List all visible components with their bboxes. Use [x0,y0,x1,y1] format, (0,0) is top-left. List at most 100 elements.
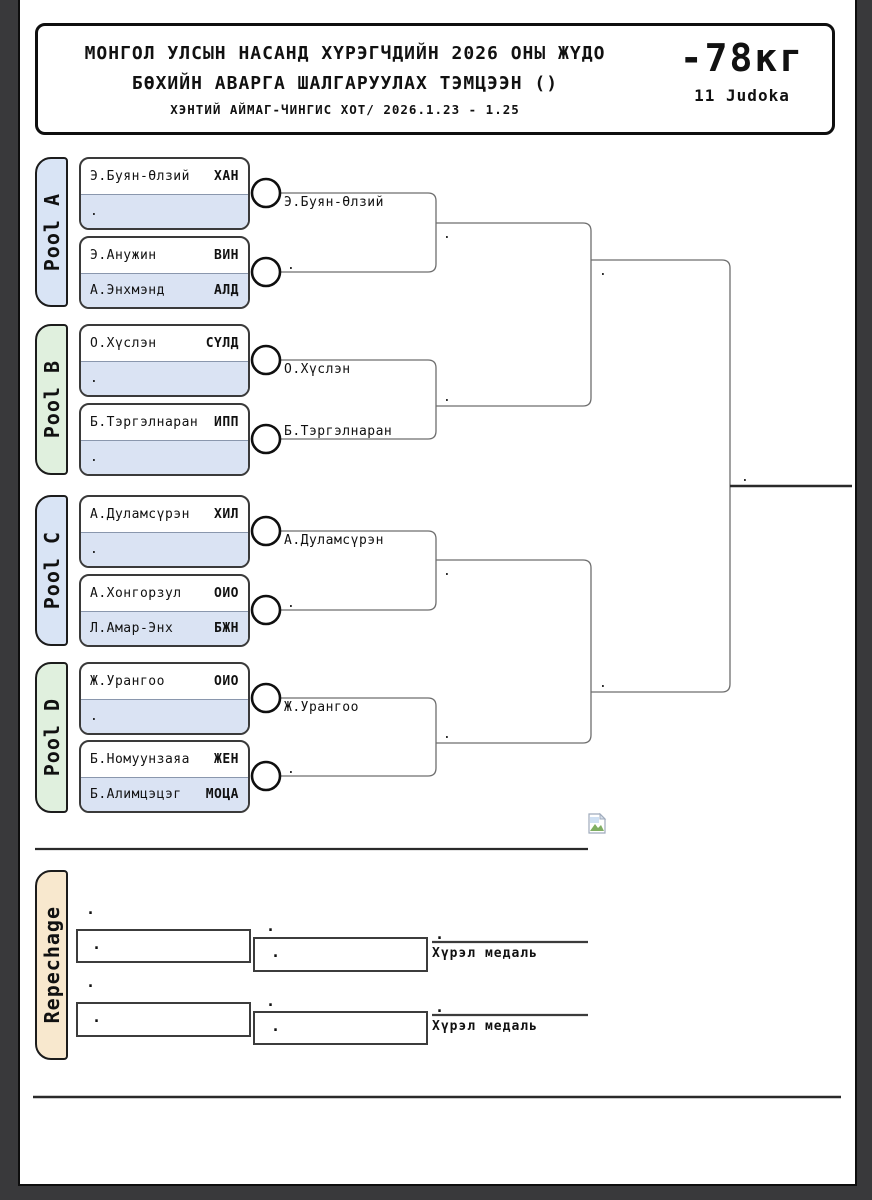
match-circle [250,594,282,626]
repechage-slot-label: . [271,1017,281,1035]
winner-label: Э.Буян-Өлзий [284,195,384,210]
club-code: СҮЛД [205,335,239,351]
athlete-name: Б.Номуунзаяа [90,751,190,767]
athlete-name: . [90,371,99,387]
athlete-row: . [81,698,248,733]
broken-image-icon [588,812,607,834]
match-circle [250,682,282,714]
bracket-line-semifinal-cd [436,559,592,744]
athlete-box: А.Хонгорзул ОИО Л.Амар-Энх БЖН [79,574,250,647]
repechage-slot-label: . [266,992,276,1010]
repechage-tab: Repechage [35,870,68,1060]
athlete-row: Б.Алимцэцэг МОЦА [81,776,248,811]
athlete-row: . [81,439,248,474]
athlete-box: Ж.Урангоо ОИО . [79,662,250,735]
page-title: МОНГОЛ УЛСЫН НАСАНД ХҮРЭГЧДИЙН 2026 ОНЫ … [38,26,652,132]
repechage-match-box [76,1002,251,1037]
athlete-box: Б.Номуунзаяа ЖЕН Б.Алимцэцэг МОЦА [79,740,250,813]
athlete-row: . [81,193,248,228]
athlete-row: Э.Анужин ВИН [81,238,248,273]
bronze-medal-label: Хүрэл медаль [432,1019,538,1034]
repechage-match-box [76,929,251,963]
title-line-3: ХЭНТИЙ АЙМАГ-ЧИНГИС ХОТ/ 2026.1.23 - 1.2… [170,102,520,117]
club-code: ВИН [214,247,239,263]
repechage-slot-label: . [271,943,281,961]
club-code: ЖЕН [214,751,239,767]
club-code: АЛД [214,283,239,299]
pool-tab-c-label: Pool C [39,531,64,610]
athlete-name: Л.Амар-Энх [90,621,174,637]
bracket-line-pool-a [280,192,437,273]
bracket-line-final [591,259,731,693]
athlete-name: О.Хүслэн [90,335,157,351]
winner-label: Б.Тэргэлнаран [284,424,393,439]
repechage-slot-label: . [92,1008,102,1026]
winner-label: . [287,258,296,273]
winner-label: Ж.Урангоо [284,700,359,715]
athlete-name: . [90,709,99,725]
athlete-row: А.Хонгорзул ОИО [81,576,248,611]
athlete-row: А.Дуламсүрэн ХИЛ [81,497,248,532]
repechage-tab-label: Repechage [39,906,64,1024]
athlete-box: Э.Анужин ВИН А.Энхмэнд АЛД [79,236,250,309]
club-code: МОЦА [205,787,239,803]
pool-winner-label: . [443,727,452,742]
athlete-name: . [90,542,99,558]
athlete-name: Э.Буян-Өлзий [90,168,190,184]
bracket-line-pool-b [280,359,437,440]
match-circle [250,177,282,209]
athlete-row: О.Хүслэн СҮЛД [81,326,248,361]
club-code: БЖН [214,621,239,637]
repechage-match-box [253,1011,428,1045]
repechage-slot-label: . [86,973,96,991]
athlete-name: А.Энхмэнд [90,283,165,299]
athlete-row: Ж.Урангоо ОИО [81,664,248,699]
bronze-winner-label: . [435,998,445,1016]
athlete-row: А.Энхмэнд АЛД [81,272,248,307]
winner-label: О.Хүслэн [284,362,351,377]
athlete-name: Б.Алимцэцэг [90,787,182,803]
bracket-line-pool-d [280,697,437,777]
club-code: ИПП [214,414,239,430]
match-circle [250,423,282,455]
repechage-slot-label: . [266,917,276,935]
weight-category: -78кг [679,36,805,80]
club-code: ХИЛ [214,506,239,522]
pool-tab-d-label: Pool D [39,698,64,777]
athlete-name: А.Хонгорзул [90,585,182,601]
judoka-count: 11 Judoka [694,86,790,105]
pool-tab-c: Pool C [35,495,68,646]
final-winner-label: . [741,470,750,485]
pool-tab-b-label: Pool B [39,360,64,439]
athlete-box: Б.Тэргэлнаран ИПП . [79,403,250,476]
athlete-row: Б.Тэргэлнаран ИПП [81,405,248,440]
pool-tab-a: Pool A [35,157,68,307]
bracket-line-semifinal-ab [436,222,592,407]
pool-winner-label: . [443,390,452,405]
club-code: ОИО [214,673,239,689]
athlete-box: А.Дуламсүрэн ХИЛ . [79,495,250,568]
winner-label: . [287,762,296,777]
club-code: ОИО [214,585,239,601]
athlete-row: Б.Номуунзаяа ЖЕН [81,742,248,777]
match-circle [250,344,282,376]
repechage-slot-label: . [92,935,102,953]
weight-category-block: -78кг 11 Judoka [652,26,832,132]
bronze-medal-label: Хүрэл медаль [432,946,538,961]
repechage-slot-label: . [86,900,96,918]
athlete-box: О.Хүслэн СҮЛД . [79,324,250,397]
athlete-name: Э.Анужин [90,247,157,263]
athlete-name: Б.Тэргэлнаран [90,414,199,430]
athlete-name: А.Дуламсүрэн [90,506,190,522]
pool-winner-label: . [443,227,452,242]
athlete-row: . [81,531,248,566]
title-line-2: БӨХИЙН АВАРГА ШАЛГАРУУЛАХ ТЭМЦЭЭН () [131,73,559,94]
athlete-name: Ж.Урангоо [90,673,165,689]
semifinal-winner-label: . [599,676,608,691]
athlete-row: Л.Амар-Энх БЖН [81,610,248,645]
pool-winner-label: . [443,564,452,579]
athlete-name: . [90,204,99,220]
